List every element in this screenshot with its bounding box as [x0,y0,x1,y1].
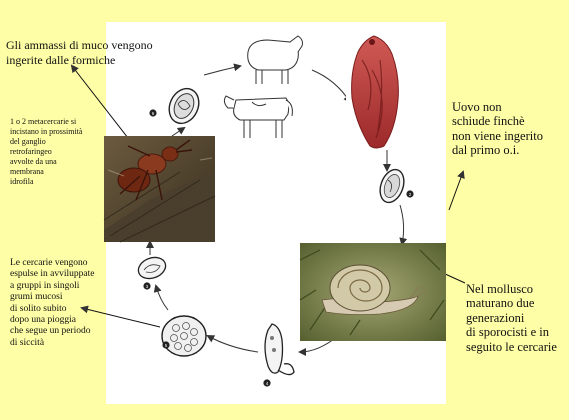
caption-line: Le cercarie vengono [10,258,94,269]
arrow-to-metacercaria [172,128,184,136]
slime-ball [162,316,206,356]
caption-metacercariae: 1 o 2 metacercarie si incistano in pross… [10,117,82,187]
caption-line: incistano in prossimità [10,127,82,137]
caption-line: avvolte da una [10,157,82,167]
caption-line: che segue un periodo [10,326,94,337]
caption-line: seguito le cercarie [466,340,557,354]
caption-egg-not-hatching: Uovo non schiude finchè non viene ingeri… [452,100,543,158]
caption-line: ingerite dalle formiche [6,53,153,68]
caption-line: del ganglio [10,137,82,147]
embryonated-egg [376,166,408,205]
sheep-icon [248,36,303,84]
cercaria [265,324,294,375]
caption-line: 1 o 2 metacercarie si [10,117,82,127]
small-egg [135,254,168,282]
caption-line: dopo una pioggia [10,315,94,326]
arrow-to-snail [400,205,404,244]
caption-line: di siccità [10,338,94,349]
caption-line: a gruppi in singoli [10,281,94,292]
caption-line: Uovo non [452,100,543,114]
caption-line: generazioni [466,311,557,325]
arrow-to-fluke [312,70,350,102]
caption-line: grumi mucosi [10,292,94,303]
caption-line: Nel mollusco [466,282,557,296]
arrow-right-top-caption [449,172,463,210]
snail-photo [300,243,446,341]
ant-photo [104,136,215,242]
caption-mucus-ingested: Gli ammassi di muco vengono ingerite dal… [6,38,153,68]
cow-icon [224,96,292,138]
caption-snail-stages: Nel mollusco maturano due generazioni di… [466,282,557,354]
arrow-to-slimeball [208,336,258,352]
arrow-to-sheep [204,66,240,75]
caption-cercariae-expelled: Le cercarie vengono espulse in avviluppa… [10,258,94,349]
metacercaria-cyst [164,84,205,128]
arrow-right-bot-line [443,273,465,283]
caption-line: Gli ammassi di muco vengono [6,38,153,53]
caption-line: maturano due [466,296,557,310]
caption-line: dal primo o.i. [452,143,543,157]
caption-line: di solito subito [10,304,94,315]
caption-line: di sporocisti e in [466,325,557,339]
caption-line: retrofaringeo [10,147,82,157]
caption-line: espulse in avviluppate [10,269,94,280]
caption-line: schiude finchè [452,114,543,128]
caption-line: membrana [10,167,82,177]
caption-line: non viene ingerito [452,129,543,143]
adult-fluke-image [346,34,406,150]
arrow-to-small-egg [156,286,168,310]
caption-line: idrofila [10,177,82,187]
